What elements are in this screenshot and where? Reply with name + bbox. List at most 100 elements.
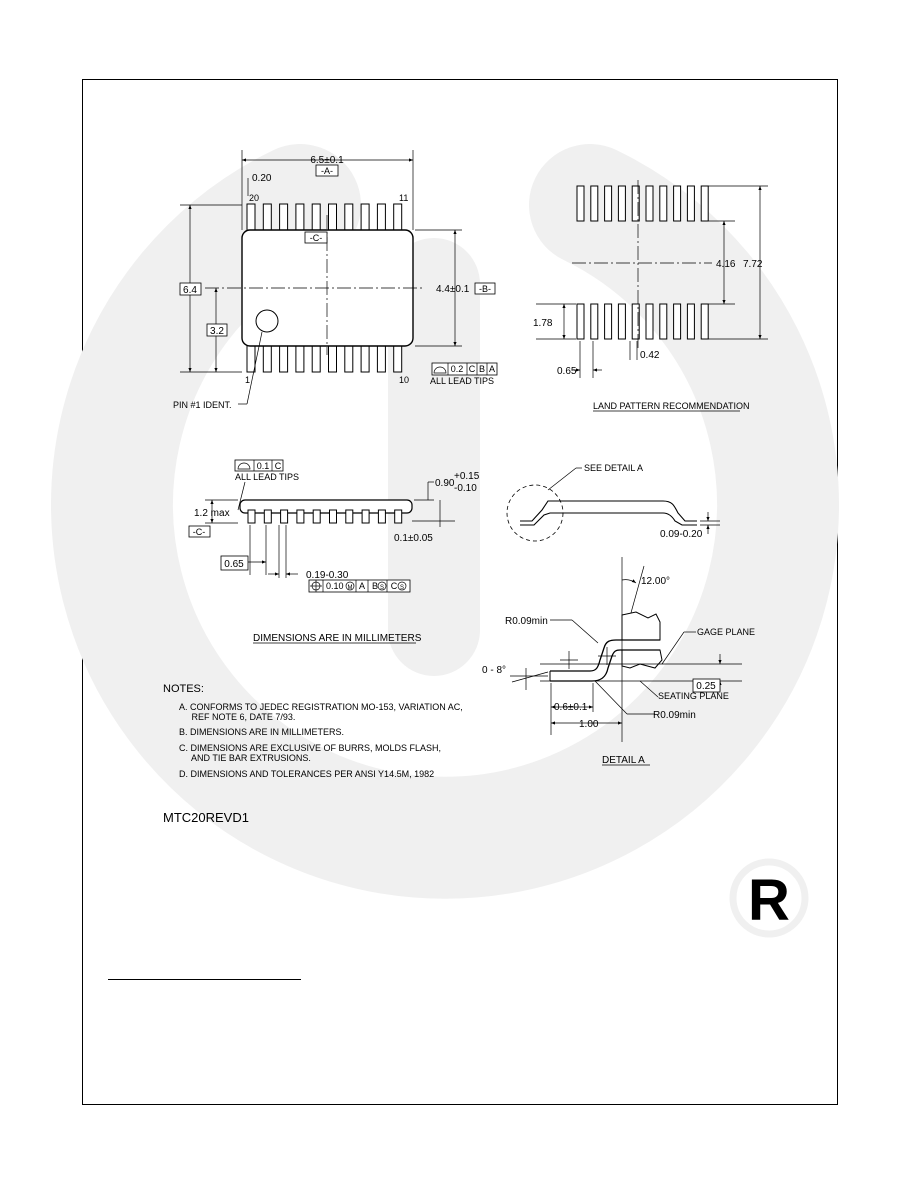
note-a-line2: REF NOTE 6, DATE 7/93. <box>179 712 295 722</box>
land-pads-upper <box>576 185 709 222</box>
top-lead <box>360 203 370 233</box>
top-lead <box>246 203 256 233</box>
top-lead <box>393 343 403 373</box>
note-c-line1: C. DIMENSIONS ARE EXCLUSIVE OF BURRS, MO… <box>179 743 441 753</box>
dim-body-width: 4.4±0.1 <box>436 284 470 295</box>
gage-plane-label: GAGE PLANE <box>697 627 755 637</box>
dim-foot-height: 0.1±0.05 <box>394 533 433 544</box>
position-ref-b: B <box>372 581 378 591</box>
top-lead <box>376 343 386 373</box>
coplanarity-ref: C <box>275 461 282 471</box>
drawing-id: MTC20REVD1 <box>163 810 249 825</box>
land-pad <box>631 303 640 340</box>
top-leads-lower <box>246 343 403 373</box>
land-pad <box>576 185 585 222</box>
dim-4-16: 4.16 <box>716 259 736 270</box>
land-pattern-title: LAND PATTERN RECOMMENDATION <box>593 401 750 411</box>
dim-lead-thickness: 0.09-0.20 <box>660 529 703 540</box>
notes-heading: NOTES: <box>163 683 204 695</box>
note-c-line2: AND TIE BAR EXTRUSIONS. <box>179 753 311 763</box>
profile-tolerance-frame: 0.2 C B A <box>431 362 498 376</box>
land-pad <box>673 185 682 222</box>
side-lead <box>377 509 386 524</box>
top-lead <box>246 343 256 373</box>
footer-rule <box>108 979 301 980</box>
top-lead <box>311 343 321 373</box>
see-detail-label: SEE DETAIL A <box>584 463 643 473</box>
detail-a-title: DETAIL A <box>602 755 645 766</box>
dim-7-72: 7.72 <box>743 259 763 270</box>
radius-bottom: R0.09min <box>653 710 696 721</box>
datum-b-label: -B- <box>479 284 491 294</box>
datum-c-label: -C- <box>310 233 323 243</box>
top-lead <box>328 343 337 373</box>
land-pad <box>659 185 668 222</box>
dim-pitch: 0.65 <box>224 559 244 570</box>
pin1-ident-label: PIN #1 IDENT. <box>173 400 232 410</box>
lead-end-view: SEE DETAIL A 0.09-0.20 <box>506 463 720 542</box>
side-lead <box>394 509 403 524</box>
side-lead <box>280 509 289 524</box>
top-lead <box>328 203 337 233</box>
land-pad <box>645 185 654 222</box>
top-lead <box>262 343 272 373</box>
side-lead <box>247 509 256 524</box>
dim-1-78: 1.78 <box>533 318 553 329</box>
top-lead <box>344 203 354 233</box>
side-lead <box>312 509 321 524</box>
position-tol-value: 0.10 <box>326 581 344 591</box>
top-lead <box>279 343 289 373</box>
side-lead <box>345 509 354 524</box>
top-lead <box>295 343 305 373</box>
notes-block: NOTES: A. CONFORMS TO JEDEC REGISTRATION… <box>163 683 463 779</box>
top-lead <box>360 343 370 373</box>
angle-12: 12.00° <box>641 576 670 587</box>
position-ref-a: A <box>359 581 365 591</box>
coplanarity-value: 0.1 <box>257 461 270 471</box>
dim-standoff-minus: -0.10 <box>454 483 477 494</box>
note-a-line1: A. CONFORMS TO JEDEC REGISTRATION MO-153… <box>179 702 463 712</box>
land-pad <box>590 303 599 340</box>
position-tolerance-frame: 0.10 M A B S C S <box>308 579 411 593</box>
dim-max-height: 1.2 max <box>194 508 230 519</box>
land-pads-lower <box>576 303 709 340</box>
top-lead <box>279 203 289 233</box>
land-pad <box>659 303 668 340</box>
dim-foot-length: 0.6±0.1 <box>554 702 588 713</box>
side-all-lead-tips: ALL LEAD TIPS <box>235 472 299 482</box>
all-lead-tips-label: ALL LEAD TIPS <box>430 376 494 386</box>
side-lead <box>361 509 370 524</box>
dim-standoff: 0.90 <box>435 478 455 489</box>
note-b: B. DIMENSIONS ARE IN MILLIMETERS. <box>179 727 344 737</box>
land-pattern: 4.16 7.72 1.78 0.65 0.42 LAND PATTERN RE… <box>533 180 768 412</box>
side-lead <box>329 509 337 524</box>
side-view: 0.1 C ALL LEAD TIPS 1.2 max -C- 0.90 +0.… <box>188 459 480 644</box>
top-lead <box>295 203 305 233</box>
land-pad <box>645 303 654 340</box>
profile-ref-b: B <box>479 364 485 374</box>
land-pad <box>617 185 626 222</box>
profile-tol-value: 0.2 <box>451 364 464 374</box>
top-lead <box>311 203 321 233</box>
pin-1-label: 1 <box>245 375 250 385</box>
svg-text:S: S <box>400 585 404 591</box>
top-lead <box>393 203 403 233</box>
land-pad <box>631 185 640 222</box>
pin1-dot <box>255 309 279 333</box>
land-pad <box>617 303 626 340</box>
top-lead <box>344 343 354 373</box>
top-lead <box>376 203 386 233</box>
land-pad <box>700 303 709 340</box>
seating-plane-label: SEATING PLANE <box>658 691 729 701</box>
land-pad <box>673 303 682 340</box>
pin-10-label: 10 <box>399 375 409 385</box>
note-d: D. DIMENSIONS AND TOLERANCES PER ANSI Y1… <box>179 769 434 779</box>
land-pad <box>686 185 695 222</box>
top-lead <box>262 203 272 233</box>
pin-20-label: 20 <box>249 193 259 203</box>
dim-lead-offset: 0.20 <box>252 173 272 184</box>
registered-mark: R <box>748 868 790 933</box>
dim-standoff-plus: +0.15 <box>454 471 480 482</box>
dim-width: 6.5±0.1 <box>310 155 344 166</box>
